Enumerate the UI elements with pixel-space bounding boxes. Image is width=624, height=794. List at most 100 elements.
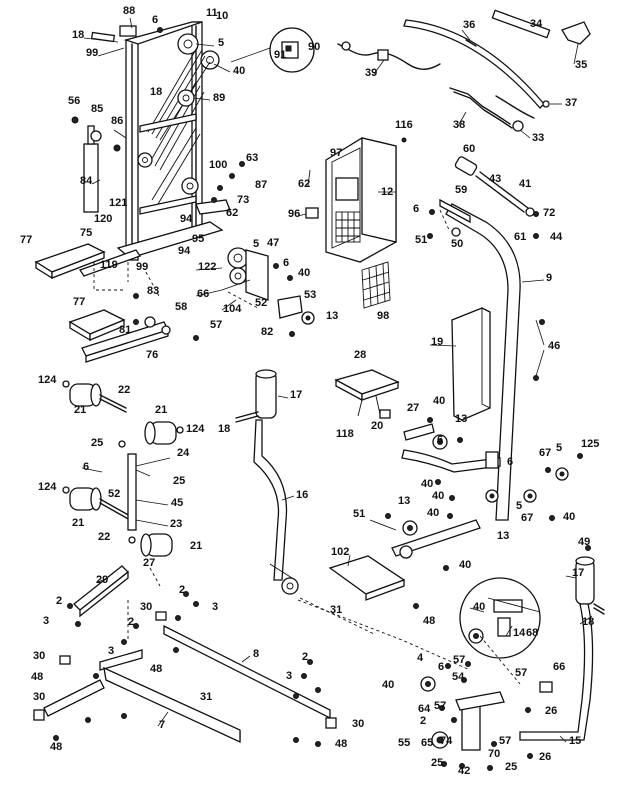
part-label: 15 xyxy=(569,735,581,747)
part-label: 13 xyxy=(455,413,467,425)
part-label: 6 xyxy=(437,434,443,446)
part-label: 2 xyxy=(420,715,426,727)
part-label: 3 xyxy=(43,615,49,627)
part-label: 25 xyxy=(431,757,443,769)
part-label: 85 xyxy=(91,103,103,115)
roller-pads-upper xyxy=(62,380,184,448)
part-label: 102 xyxy=(331,546,349,558)
part-label: 88 xyxy=(123,5,135,17)
part-label: 122 xyxy=(198,261,216,273)
part-label: 5 xyxy=(253,238,259,250)
part-label: 56 xyxy=(68,95,80,107)
part-label: 21 xyxy=(72,517,84,529)
part-label: 31 xyxy=(330,604,342,616)
part-label: 42 xyxy=(458,765,470,777)
part-label: 40 xyxy=(233,65,245,77)
part-label: 66 xyxy=(197,288,209,300)
part-label: 40 xyxy=(433,395,445,407)
part-label: 3 xyxy=(286,670,292,682)
part-label: 27 xyxy=(143,557,155,569)
part-label: 40 xyxy=(563,511,575,523)
leg-lever-16 xyxy=(235,369,299,595)
part-label: 18 xyxy=(150,86,162,98)
part-label: 6 xyxy=(438,661,444,673)
part-label: 77 xyxy=(73,296,85,308)
part-label: 30 xyxy=(352,718,364,730)
tower-frame xyxy=(90,21,231,261)
part-label: 19 xyxy=(431,336,443,348)
part-label: 100 xyxy=(209,159,227,171)
part-label: 20 xyxy=(371,420,383,432)
part-label: 10 xyxy=(216,10,228,22)
part-label: 63 xyxy=(246,152,258,164)
part-label: 21 xyxy=(190,540,202,552)
part-label: 26 xyxy=(539,751,551,763)
part-label: 16 xyxy=(296,489,308,501)
cable-39 xyxy=(337,41,441,70)
part-label: 18 xyxy=(582,616,594,628)
part-label: 84 xyxy=(80,175,93,187)
part-label: 51 xyxy=(353,508,365,520)
part-label: 40 xyxy=(298,267,310,279)
part-label: 40 xyxy=(421,478,433,490)
part-label: 37 xyxy=(565,97,577,109)
handle-bar-43 xyxy=(454,156,535,217)
part-label: 48 xyxy=(150,663,162,675)
roller-pads-lower xyxy=(62,453,173,557)
part-label: 25 xyxy=(91,437,103,449)
part-label: 40 xyxy=(459,559,471,571)
part-label: 57 xyxy=(453,654,465,666)
press-arm-assembly xyxy=(379,409,569,503)
part-label: 124 xyxy=(186,423,205,435)
seat-pad-77 xyxy=(34,243,142,280)
part-label: 119 xyxy=(100,259,118,271)
part-label: 3 xyxy=(108,645,114,657)
part-label: 43 xyxy=(489,173,501,185)
part-label: 99 xyxy=(136,261,148,273)
part-label: 21 xyxy=(74,404,86,416)
part-label: 57 xyxy=(434,700,446,712)
part-label: 30 xyxy=(140,601,152,613)
part-label: 46 xyxy=(548,340,560,352)
leader-lines xyxy=(81,17,593,743)
part-label: 13 xyxy=(326,310,338,322)
part-label: 99 xyxy=(86,47,98,59)
part-label: 60 xyxy=(463,143,475,155)
part-label: 44 xyxy=(550,231,563,243)
part-label: 48 xyxy=(31,671,43,683)
part-label: 28 xyxy=(354,349,366,361)
part-label: 52 xyxy=(255,297,267,309)
part-label: 2 xyxy=(302,651,308,663)
part-label: 48 xyxy=(50,741,62,753)
part-label: 125 xyxy=(581,438,599,450)
part-label: 33 xyxy=(532,132,544,144)
part-label: 5 xyxy=(556,442,562,454)
part-label: 13 xyxy=(398,495,410,507)
diagram-line-art xyxy=(33,9,605,771)
part-label: 57 xyxy=(499,735,511,747)
lat-bar-36 xyxy=(403,9,591,109)
part-label: 4 xyxy=(417,652,424,664)
part-label: 62 xyxy=(298,178,310,190)
part-label: 22 xyxy=(118,384,130,396)
part-label: 62 xyxy=(226,207,238,219)
part-label: 97 xyxy=(330,147,342,159)
part-label: 75 xyxy=(80,227,92,239)
part-label: 30 xyxy=(33,691,45,703)
part-label: 120 xyxy=(94,213,112,225)
part-label: 82 xyxy=(261,326,273,338)
right-column-15 xyxy=(519,556,605,741)
part-label: 8 xyxy=(253,648,259,660)
part-label: 9 xyxy=(546,272,552,284)
part-label: 81 xyxy=(119,324,131,336)
part-label: 6 xyxy=(83,461,89,473)
part-label: 66 xyxy=(553,661,565,673)
grid-98 xyxy=(361,261,391,309)
part-label: 34 xyxy=(530,18,543,30)
part-label: 11 xyxy=(206,7,218,19)
part-label: 50 xyxy=(451,238,463,250)
part-label: 2 xyxy=(179,584,185,596)
part-label: 95 xyxy=(192,233,204,245)
part-label: 40 xyxy=(432,490,444,502)
